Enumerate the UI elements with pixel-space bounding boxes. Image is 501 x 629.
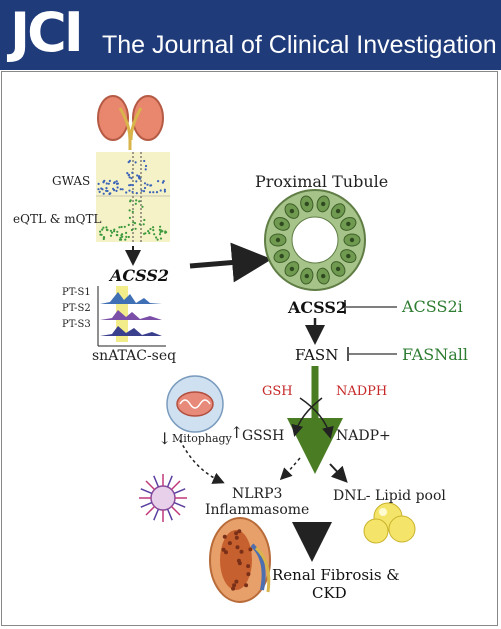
proximal-tubule-icon: [264, 189, 366, 291]
acss2-label: ACSS2: [288, 298, 348, 317]
to-dnl-arrow: [329, 463, 348, 483]
gsh-arrow: [291, 397, 323, 437]
nadp-label: NADP+: [336, 428, 391, 444]
journal-name: The Journal of Clinical Investigation: [102, 31, 497, 59]
fasn-inhibition: [347, 347, 397, 361]
gsh-label: GSH: [262, 384, 293, 399]
eqtl-points: [99, 199, 168, 241]
nadph-label: NADPH: [336, 384, 388, 399]
journal-banner: JCI The Journal of Clinical Investigatio…: [0, 0, 501, 70]
down-arrow-icon: ↓: [158, 429, 172, 448]
up-arrow-icon: ↑: [230, 423, 244, 442]
outcome-label-2: CKD: [312, 584, 347, 602]
track-label-pt-s3: PT-S3: [62, 319, 91, 330]
inflammasome-label: Inflammasome: [205, 502, 310, 518]
lipid-droplets-icon: [363, 502, 416, 544]
jci-logo: JCI: [10, 1, 84, 64]
gene-label: ACSS2: [110, 266, 170, 285]
fasnall-label: FASNall: [402, 345, 468, 364]
outcome-label-1: Renal Fibrosis &: [272, 566, 400, 584]
fasn-label: FASN: [295, 346, 339, 364]
mitochondria-icon: [166, 375, 224, 433]
inflammasome-icon: [139, 474, 187, 522]
gwas-points: [97, 159, 166, 196]
figure-frame: [1, 71, 498, 626]
dnl-label: DNL- Lipid pool: [333, 488, 446, 504]
snatac-tracks: [97, 286, 166, 347]
to-tubule-arrow: [189, 242, 272, 283]
nlrp3-label: NLRP3: [232, 486, 283, 502]
gwas-plot: [96, 152, 170, 242]
fasn-to-nlrp3-arrow: [279, 457, 301, 481]
nadph-arrow: [299, 397, 334, 439]
gssh-label: GSSH: [242, 428, 285, 444]
mitophagy-to-nlrp3-arrow: [179, 439, 225, 484]
gwas-label: GWAS: [52, 174, 91, 188]
eqtl-label: eQTL & mQTL: [13, 212, 102, 226]
tubule-label: Proximal Tubule: [255, 172, 389, 191]
acss2-inhibition: [344, 300, 397, 314]
acss2i-label: ACSS2i: [402, 297, 463, 316]
mitophagy-label: Mitophagy: [172, 432, 232, 445]
track-label-pt-s1: PT-S1: [62, 287, 91, 298]
track-label-pt-s2: PT-S2: [62, 303, 91, 314]
kidney-icon: [97, 95, 164, 150]
snatac-label: snATAC-seq: [92, 348, 177, 364]
